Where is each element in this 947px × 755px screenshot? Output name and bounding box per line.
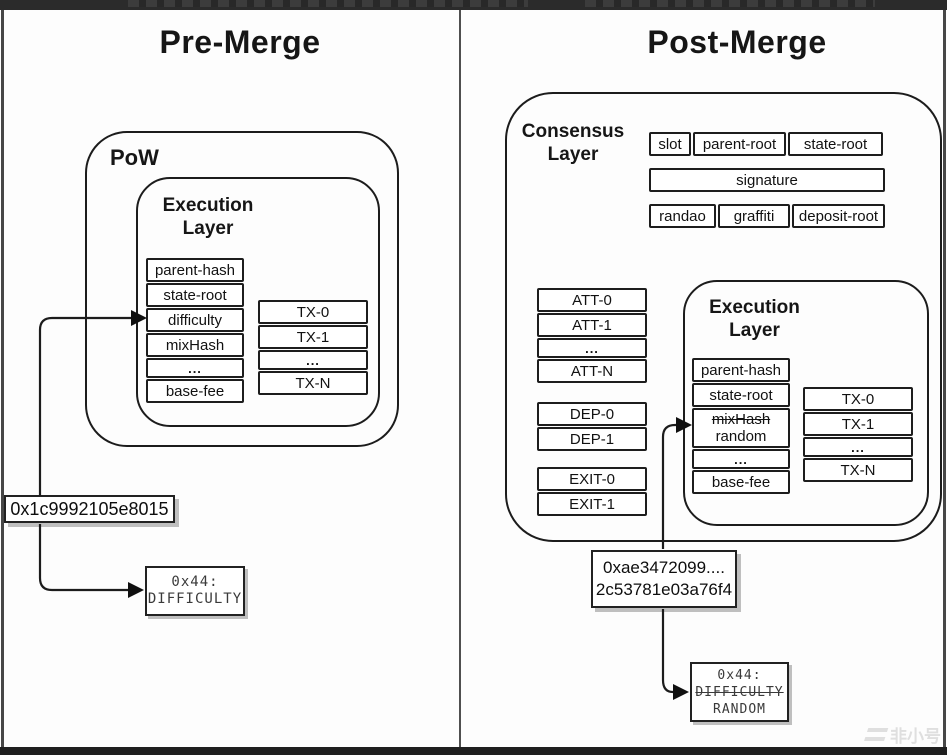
pow-label: PoW [110, 145, 159, 170]
random-value-box: 0xae3472099.... 2c53781e03a76f4 [591, 550, 737, 608]
field-difficulty: difficulty [146, 308, 244, 332]
field-deposit-root: deposit-root [792, 204, 885, 228]
post-merge-title: Post-Merge [647, 24, 827, 60]
bottom-crop-bar [0, 747, 947, 755]
field-graffiti: graffiti [718, 204, 790, 228]
dep-item: DEP-0 [537, 402, 647, 426]
tx-list-left: TX-0 TX-1 ... TX-N [258, 300, 368, 395]
frame-right-edge [943, 10, 946, 747]
attestation-list: ATT-0 ATT-1 ... ATT-N [537, 288, 647, 383]
field-random: random [715, 428, 767, 445]
field-parent-hash: parent-hash [146, 258, 244, 282]
att-item: ATT-0 [537, 288, 647, 312]
att-item: ATT-N [537, 359, 647, 383]
frame-left-edge [1, 10, 4, 747]
field-base-fee: base-fee [146, 379, 244, 403]
field-state-root-consensus: state-root [788, 132, 883, 156]
field-base-fee: base-fee [692, 470, 790, 494]
tx-list-right: TX-0 TX-1 ... TX-N [803, 387, 913, 482]
field-mixhash-struck: mixHash [711, 411, 771, 428]
deposit-list: DEP-0 DEP-1 [537, 402, 647, 451]
opcode-name-random: RANDOM [713, 701, 766, 717]
field-parent-hash: parent-hash [692, 358, 790, 382]
watermark-text: 非小号 [890, 727, 941, 746]
field-parent-root: parent-root [693, 132, 786, 156]
execution-layer-box-left [136, 177, 380, 427]
field-ellipsis: ... [692, 449, 790, 469]
opcode-name-difficulty-struck: DIFFICULTY [695, 684, 784, 700]
opcode-address: 0x44: [171, 574, 219, 590]
difficulty-value-box: 0x1c9992105e8015 [4, 495, 175, 523]
field-randao: randao [649, 204, 716, 228]
dep-item: DEP-1 [537, 427, 647, 451]
tx-item: TX-N [803, 458, 913, 482]
tx-item: TX-1 [803, 412, 913, 436]
pre-merge-title: Pre-Merge [159, 24, 321, 60]
opcode-address: 0x44: [717, 667, 762, 683]
execution-layer-label-left: Execution Layer [162, 195, 254, 239]
block-header-fields-right: parent-hash state-root mixHash random ..… [692, 358, 790, 494]
cropped-text-remnant [585, 0, 875, 7]
field-slot: slot [649, 132, 691, 156]
opcode-box-left: 0x44: DIFFICULTY [145, 566, 245, 616]
opcode-name-difficulty: DIFFICULTY [147, 591, 243, 607]
consensus-layer-label: Consensus Layer [521, 121, 625, 165]
field-signature: signature [649, 168, 885, 192]
block-header-fields-left: parent-hash state-root difficulty mixHas… [146, 258, 244, 403]
tx-item: TX-1 [258, 325, 368, 349]
field-state-root: state-root [692, 383, 790, 407]
field-state-root: state-root [146, 283, 244, 307]
top-crop-bar [0, 0, 947, 10]
panel-divider [459, 10, 461, 747]
arrowhead-opcode-right [673, 684, 689, 700]
cropped-text-remnant [128, 0, 528, 7]
consensus-layer-box [505, 92, 942, 542]
field-mixhash: mixHash [146, 333, 244, 357]
pow-box [85, 131, 399, 447]
execution-layer-box-right [683, 280, 929, 526]
tx-item: TX-0 [258, 300, 368, 324]
tx-ellipsis: ... [258, 350, 368, 370]
tx-item: TX-0 [803, 387, 913, 411]
execution-layer-label-right: Execution Layer [709, 297, 800, 341]
exit-item: EXIT-0 [537, 467, 647, 491]
att-item: ATT-1 [537, 313, 647, 337]
tx-item: TX-N [258, 371, 368, 395]
watermark-logo-icon [863, 727, 889, 742]
arrow-value-to-opcode-left [38, 524, 128, 592]
opcode-box-right: 0x44: DIFFICULTY RANDOM [690, 662, 789, 722]
field-ellipsis: ... [146, 358, 244, 378]
exit-item: EXIT-1 [537, 492, 647, 516]
watermark: 非小号 [863, 722, 941, 747]
att-ellipsis: ... [537, 338, 647, 358]
arrow-value-to-opcode-right [661, 609, 674, 694]
tx-ellipsis: ... [803, 437, 913, 457]
field-mixhash-random: mixHash random [692, 408, 790, 448]
arrowhead-opcode-left [128, 582, 144, 598]
exit-list: EXIT-0 EXIT-1 [537, 467, 647, 516]
